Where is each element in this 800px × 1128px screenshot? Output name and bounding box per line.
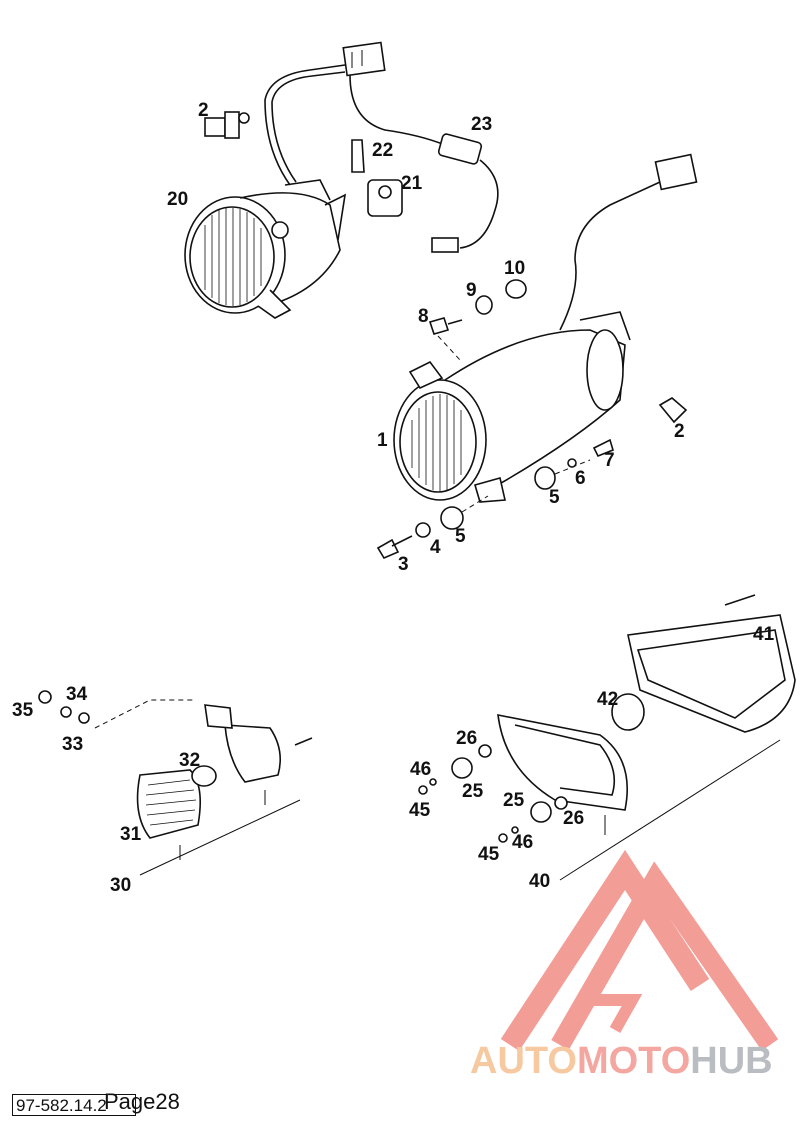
callout-7: 7: [604, 450, 615, 471]
callout-8: 8: [418, 306, 429, 327]
callout-1: 1: [377, 430, 388, 451]
callout-32: 32: [179, 750, 200, 771]
callout-2-lower: 2: [674, 421, 685, 442]
callout-34: 34: [66, 684, 88, 705]
callout-23: 23: [471, 114, 492, 135]
callout-26-upper: 26: [456, 728, 477, 749]
callout-45-upper: 45: [409, 800, 431, 821]
callout-2-upper: 2: [198, 100, 209, 121]
headlight-1: [393, 153, 698, 503]
callout-40: 40: [529, 871, 550, 892]
bulb-2-upper: [204, 111, 250, 139]
document-number: 97-582.14.2: [12, 1094, 136, 1116]
callout-25-upper: 25: [462, 781, 484, 802]
callout-6: 6: [575, 468, 586, 489]
watermark-logo: [500, 849, 779, 1052]
callout-33: 33: [62, 734, 83, 755]
callout-42: 42: [597, 689, 618, 710]
callout-46-lower: 46: [512, 832, 533, 853]
callout-3: 3: [398, 554, 409, 575]
watermark-part-hub: HUB: [690, 1040, 773, 1082]
turn-signal-30: [38, 690, 313, 876]
callout-25-lower: 25: [503, 790, 525, 811]
headlight-20: [184, 179, 347, 319]
callout-22: 22: [372, 140, 393, 161]
mounting-hardware-1: [376, 279, 688, 560]
watermark-part-moto: MOTO: [576, 1040, 691, 1082]
callout-5-left: 5: [455, 526, 466, 547]
callout-31: 31: [120, 824, 142, 845]
watermark-wordmark: AUTOMOTOHUB: [470, 1040, 773, 1083]
callout-20: 20: [167, 189, 188, 210]
callout-labels: 2 20 23 22 21 10 9 8 1 2 7 6 5 5 4 3 41 …: [12, 100, 775, 896]
callout-41: 41: [753, 624, 775, 645]
callout-10: 10: [504, 258, 525, 279]
callout-46-upper: 46: [410, 759, 431, 780]
callout-21: 21: [401, 173, 423, 194]
watermark-part-auto: AUTO: [470, 1040, 577, 1082]
callout-30: 30: [110, 875, 131, 896]
tail-light-40: [418, 594, 796, 881]
callout-9: 9: [466, 280, 477, 301]
harness-20: [264, 41, 499, 253]
callout-26-lower: 26: [563, 808, 584, 829]
callout-4: 4: [430, 537, 441, 558]
callout-5-right: 5: [549, 487, 560, 508]
socket-21: [351, 139, 403, 217]
callout-35: 35: [12, 700, 34, 721]
page-label: Page28: [104, 1089, 180, 1114]
callout-45-lower: 45: [478, 844, 500, 865]
